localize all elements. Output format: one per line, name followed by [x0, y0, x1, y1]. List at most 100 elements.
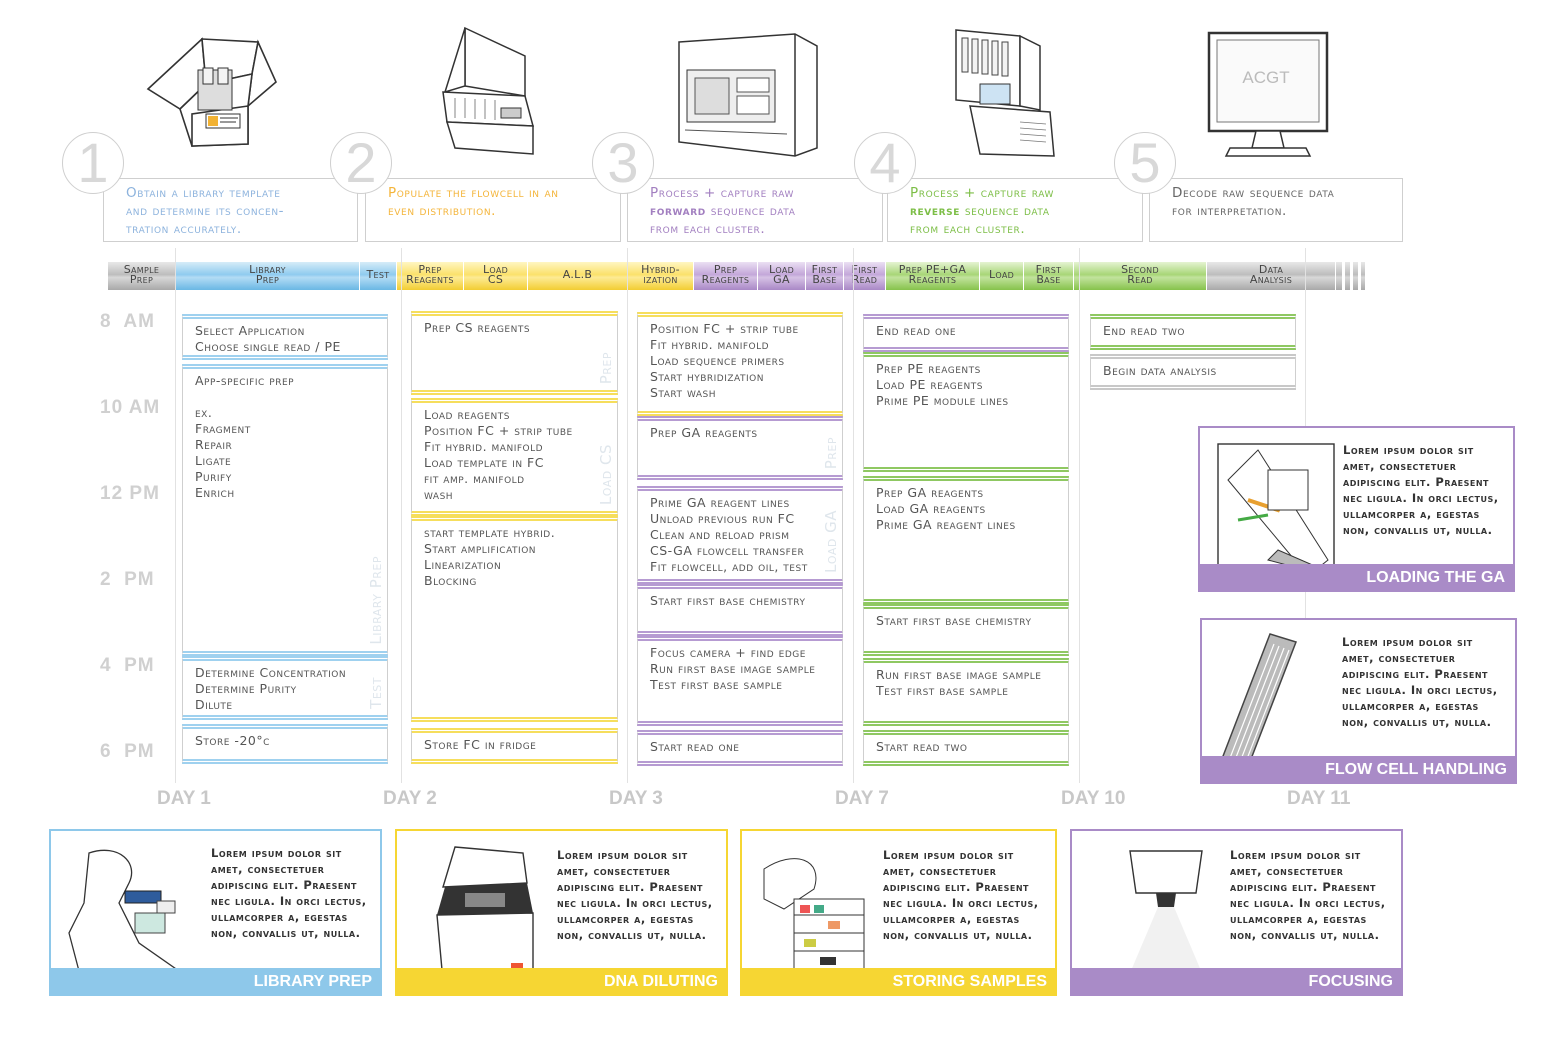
phase-segment: Test	[360, 262, 397, 290]
task-text: App-specific prep ex. Fragment Repair Li…	[195, 373, 295, 500]
day-label: DAY 2	[383, 788, 437, 809]
task-box: Start read two	[863, 730, 1069, 766]
task-box: Store -20°c	[182, 724, 388, 764]
task-box: Begin data analysis	[1090, 354, 1296, 390]
task-text: Begin data analysis	[1103, 363, 1217, 378]
info-card: Lorem ipsum dolor sit amet, consectetuer…	[49, 829, 382, 996]
task-box: Focus camera + find edge Run first base …	[637, 636, 843, 726]
task-box: start template hybrid. Start amplificati…	[411, 516, 618, 722]
time-label: 8 AM	[100, 311, 155, 332]
task-box: End read one	[863, 314, 1069, 352]
task-box: Store FC in fridge	[411, 728, 618, 764]
card-illustration-svg	[1219, 633, 1297, 773]
task-box: Start first base chemistry	[637, 584, 843, 636]
card-title: FOCUSING	[1072, 968, 1401, 994]
card-illustration	[1208, 440, 1339, 584]
cluster-station-illustration	[442, 26, 534, 155]
phase-bar-tail	[1336, 262, 1366, 290]
step-box: Obtain a library template and determine …	[103, 178, 358, 242]
task-text: Load reagents Position FC + strip tube F…	[424, 407, 573, 502]
card-illustration	[59, 843, 189, 975]
kit-box-illustration	[146, 37, 277, 147]
task-text: Start first base chemistry	[650, 593, 806, 608]
phase-segment: First Base	[806, 262, 844, 290]
card-illustration	[1212, 630, 1302, 780]
day-divider	[175, 248, 176, 783]
card-illustration-svg	[1217, 443, 1339, 577]
step-description: Decode raw sequence data for interpretat…	[1172, 185, 1335, 219]
step-line-rest: sequence data	[705, 203, 796, 219]
step-line: Process + capture raw	[650, 185, 795, 201]
phase-segment: Prep Reagents	[397, 262, 464, 290]
task-text: Prep PE reagents Load PE reagents Prime …	[876, 361, 1009, 408]
task-text: Store -20°c	[195, 733, 270, 748]
task-box: Run first base image sample Test first b…	[863, 658, 1069, 726]
phase-tail-stripe	[1350, 262, 1353, 290]
step-line: from each cluster.	[910, 221, 1026, 237]
task-phase-label: Load GA	[822, 510, 840, 573]
step-line: forward sequence data	[650, 202, 874, 220]
step-emphasis: forward	[650, 203, 706, 219]
day-label: DAY 10	[1061, 788, 1126, 809]
step-number: 1	[62, 132, 124, 194]
task-text: Prep GA reagents Load GA reagents Prime …	[876, 485, 1016, 532]
card-description: Lorem ipsum dolor sit amet, consectetuer…	[211, 846, 367, 940]
task-text: Prep GA reagents	[650, 425, 758, 440]
phase-segment: Sample Prep	[108, 262, 176, 290]
task-phase-label: Library Prep	[367, 556, 385, 645]
card-title: DNA DILUTING	[397, 968, 726, 994]
phase-tail-stripe	[1342, 262, 1345, 290]
time-label: 6 PM	[100, 741, 155, 762]
step-number: 3	[592, 132, 654, 194]
phase-segment: Load GA	[758, 262, 806, 290]
monitor-screen-text: ACGT	[1242, 68, 1290, 87]
task-box: Position FC + strip tube Fit hybrid. man…	[637, 312, 843, 416]
monitor-illustration: ACGT	[1206, 30, 1332, 160]
card-illustration	[754, 849, 874, 983]
day-divider	[853, 248, 854, 783]
phase-segment: Library Prep	[176, 262, 360, 290]
day-divider	[1079, 248, 1080, 783]
card-illustration-svg	[1106, 850, 1228, 983]
task-box: Prime GA reagent lines Unload previous r…	[637, 486, 843, 584]
task-text: start template hybrid. Start amplificati…	[424, 525, 556, 588]
task-text: Focus camera + find edge Run first base …	[650, 645, 816, 692]
time-label: 12 PM	[100, 483, 160, 504]
card-description: Lorem ipsum dolor sit amet, consectetuer…	[1230, 848, 1386, 942]
task-box: Load reagents Position FC + strip tube F…	[411, 398, 618, 516]
task-box: Prep GA reagents Load GA reagents Prime …	[863, 476, 1069, 604]
step-description: Populate the flowcell in an even distrib…	[388, 185, 559, 219]
paired-end-module-illustration	[955, 29, 1055, 157]
time-label: 4 PM	[100, 655, 155, 676]
step-line: Process + capture raw	[910, 185, 1055, 201]
step-description: Obtain a library template and determine …	[126, 185, 285, 237]
card-title: LIBRARY PREP	[51, 968, 380, 994]
task-text: Start first base chemistry	[876, 613, 1032, 628]
phase-tail-stripe	[1358, 262, 1361, 290]
step-line-rest: sequence data	[959, 203, 1050, 219]
task-phase-label: Prep	[822, 436, 840, 469]
card-description: Lorem ipsum dolor sit amet, consectetuer…	[1342, 635, 1498, 729]
info-card: Lorem ipsum dolor sit amet, consectetuer…	[1198, 426, 1515, 592]
phase-segment: Hybrid- ization	[628, 262, 694, 290]
day-divider	[627, 248, 628, 783]
card-title: STORING SAMPLES	[742, 968, 1055, 994]
task-text: Run first base image sample Test first b…	[876, 667, 1042, 698]
phase-segment: Second Read	[1074, 262, 1207, 290]
step-box: Populate the flowcell in an even distrib…	[365, 178, 621, 242]
card-illustration-svg	[68, 849, 182, 972]
phase-segment: Load CS	[464, 262, 528, 290]
task-phase-label: Prep	[597, 351, 615, 384]
task-text: Position FC + strip tube Fit hybrid. man…	[650, 321, 799, 400]
phase-segment: Data Analysis	[1207, 262, 1336, 290]
time-label: 10 AM	[100, 397, 161, 418]
card-title: FLOW CELL HANDLING	[1202, 756, 1515, 782]
phase-segment: A.L.B	[528, 262, 628, 290]
card-description: Lorem ipsum dolor sit amet, consectetuer…	[1343, 443, 1499, 537]
info-card: Lorem ipsum dolor sit amet, consectetuer…	[1070, 829, 1403, 996]
task-box: Start first base chemistry	[863, 604, 1069, 656]
task-box: App-specific prep ex. Fragment Repair Li…	[182, 364, 388, 656]
day-label: DAY 3	[609, 788, 663, 809]
